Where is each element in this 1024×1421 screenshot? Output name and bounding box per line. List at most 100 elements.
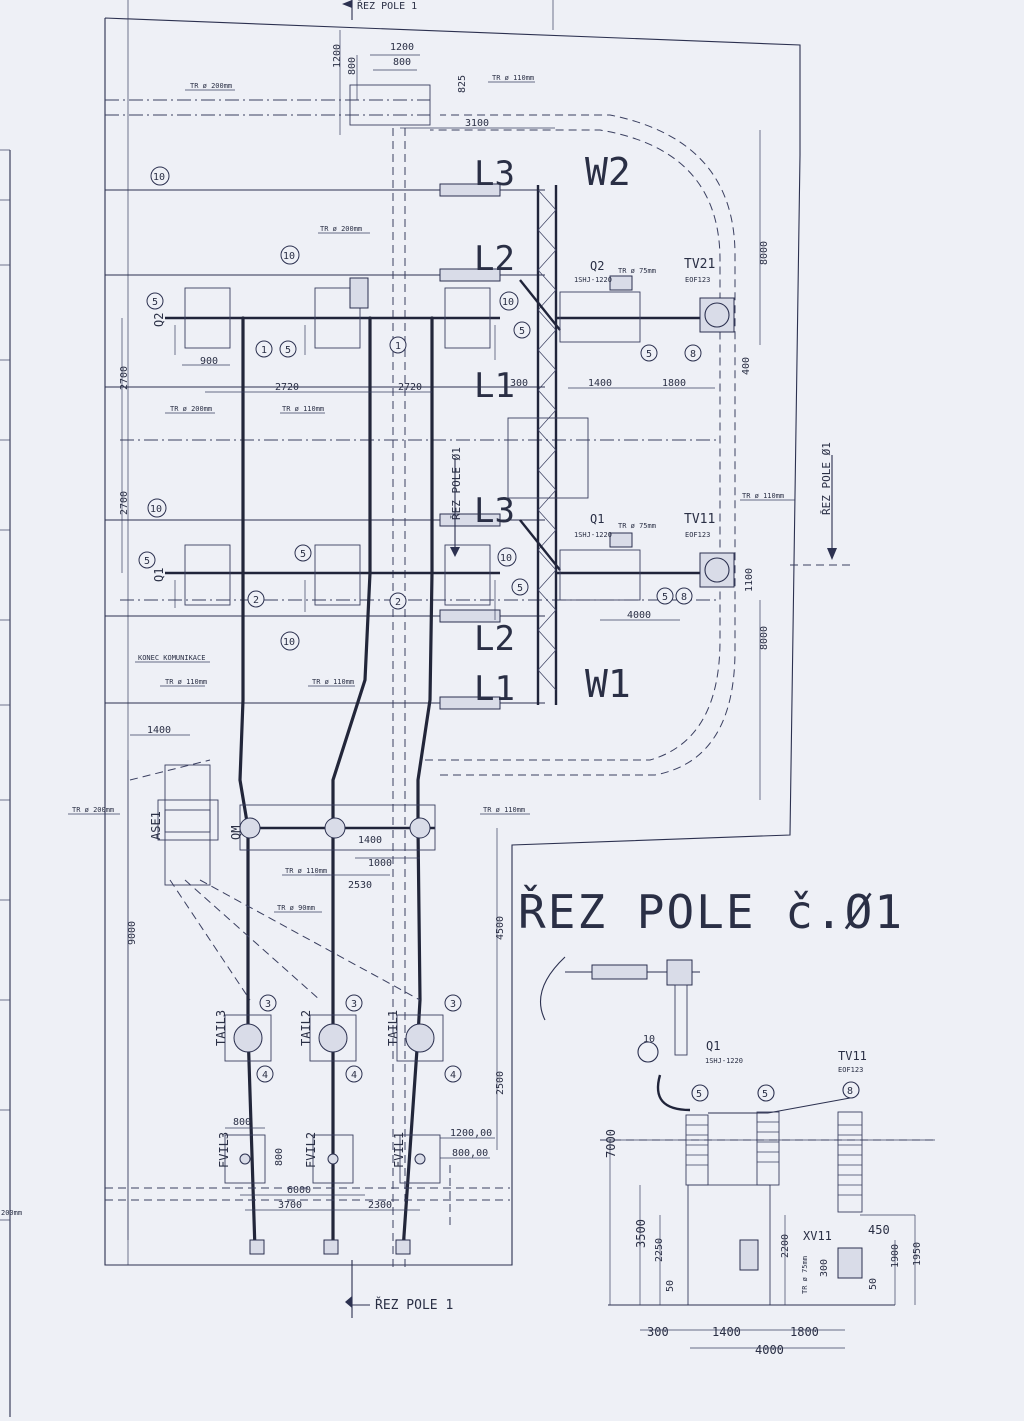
bay-q1: Q1 Q1 1SHJ-1220 TV11 EOF123 — [152, 512, 735, 620]
q1-type: 1SHJ-1220 — [574, 531, 612, 539]
svg-text:8: 8 — [681, 592, 687, 603]
callout-3: 3 — [259, 994, 277, 1012]
section-dim-w300: 300 — [647, 1325, 669, 1339]
dim-800-fvil-v: 800 — [274, 1148, 285, 1166]
fvil-label: FVIL1 — [392, 1132, 406, 1168]
dim-800-top-h: 800 — [393, 57, 411, 68]
dim-3700: 3700 — [278, 1200, 302, 1211]
section-dim-w4000: 4000 — [755, 1343, 784, 1357]
dim-825: 825 — [457, 75, 468, 93]
section-dim-w1800: 1800 — [790, 1325, 819, 1339]
dim-4000-plan: 4000 — [627, 610, 651, 621]
section-dim-2200: 2200 — [780, 1234, 791, 1258]
q1-side-label: Q1 — [152, 568, 166, 582]
top-dimensions: 1200 800 1200 800 825 3100 — [332, 30, 555, 1270]
callout-10: 10 — [280, 631, 300, 651]
pipe-label: TR ø 200mm — [190, 82, 232, 90]
pipe-label: TR ø 90mm — [277, 904, 315, 912]
zone-label-w1: W1 — [585, 662, 631, 706]
callout-5: 5 — [146, 292, 164, 310]
fvil-units: 800 800 FVIL3 FVIL2 FVIL1 1200,00 800,00… — [105, 1117, 510, 1255]
section-view: ŘEZ POLE č.Ø1 10 5 5 8 Q1 1SHJ-1220 TV11… — [518, 885, 935, 1357]
svg-text:5: 5 — [662, 592, 668, 603]
tv21-label: TV21 — [684, 257, 715, 272]
section-dim-50b: 50 — [868, 1278, 879, 1290]
callout-5: 5 — [511, 578, 529, 596]
svg-text:5: 5 — [646, 349, 652, 360]
left-title-block: 200mm — [0, 149, 22, 1417]
site-outline — [104, 0, 801, 1266]
callout-1: 1 — [255, 340, 273, 358]
dim-2700-upper: 2700 — [119, 366, 130, 390]
svg-text:3: 3 — [265, 999, 271, 1010]
tv21-type: EOF123 — [685, 276, 710, 284]
tail-label: TAIL3 — [214, 1010, 228, 1046]
pipe-label: TR ø 75mm — [618, 522, 656, 530]
section-view-title: ŘEZ POLE č.Ø1 — [518, 885, 904, 939]
callout-8-section: 8 — [847, 1086, 853, 1097]
svg-text:5: 5 — [285, 345, 291, 356]
qm-label: QM — [229, 826, 243, 840]
dim-1400-upper: 1400 — [588, 378, 612, 389]
svg-text:10: 10 — [153, 172, 165, 183]
phase-label: L2 — [474, 239, 515, 279]
section-tv11-label: TV11 — [838, 1049, 867, 1063]
tail-units: TAIL3 TAIL2 TAIL1 — [214, 1010, 444, 1062]
fvil-label: FVIL3 — [217, 1132, 231, 1168]
callout-5: 5 — [640, 344, 658, 362]
callout-10: 10 — [280, 245, 300, 265]
section-mark-bottom: ŘEZ POLE 1 — [345, 1260, 453, 1318]
section-mark-right-label: ŘEZ POLE Ø1 — [820, 442, 833, 515]
section-dim-w1400: 1400 — [712, 1325, 741, 1339]
lattice-gantry — [507, 185, 589, 705]
dim-1400-qm: 1400 — [358, 835, 382, 846]
pipe-label: TR ø 110mm — [282, 405, 324, 413]
callout-4: 4 — [345, 1065, 363, 1083]
bay-dimensions: 2700 2700 900 2720 2720 300 1400 1800 80… — [119, 130, 770, 800]
svg-text:4: 4 — [262, 1070, 268, 1081]
svg-text:5: 5 — [144, 556, 150, 567]
section-tr75: TR ø 75mm — [801, 1256, 809, 1294]
callout-10: 10 — [150, 166, 170, 186]
callout-10: 10 — [147, 498, 167, 518]
callout-5: 5 — [513, 321, 531, 339]
dim-4500: 4500 — [495, 916, 506, 940]
svg-text:10: 10 — [150, 504, 162, 515]
callout-10-section: 10 — [643, 1034, 655, 1045]
dim-2700-lower: 2700 — [119, 491, 130, 515]
callout-10: 10 — [499, 291, 519, 311]
callout-2: 2 — [247, 590, 265, 608]
dim-3100: 3100 — [465, 118, 489, 129]
tv11-label: TV11 — [684, 512, 715, 527]
section-tv11-type: EOF123 — [838, 1066, 863, 1074]
q1-label: Q1 — [590, 512, 604, 526]
dim-300-upper: 300 — [510, 378, 528, 389]
dim-1200-top-h: 1200 — [390, 42, 414, 53]
konec-komunikace: KONEC KOMUNIKACE — [138, 654, 205, 662]
section-dim-50a: 50 — [665, 1280, 676, 1292]
callout-5: 5 — [138, 551, 156, 569]
dim-8000-lower: 8000 — [759, 626, 770, 650]
callout-8: 8 — [684, 344, 702, 362]
section-dim-2250: 2250 — [654, 1238, 665, 1262]
callout-5-section: 5 — [696, 1089, 702, 1100]
section-dim-1900: 1900 — [890, 1244, 901, 1268]
svg-text:4: 4 — [351, 1070, 357, 1081]
q2-side-label: Q2 — [152, 313, 166, 327]
dim-200-left: 200mm — [1, 1209, 22, 1217]
svg-text:1: 1 — [395, 341, 401, 352]
section-mark-mid-label: ŘEZ POLE Ø1 — [450, 447, 463, 520]
pipe-label: TR ø 75mm — [618, 267, 656, 275]
dim-1000: 1000 — [368, 858, 392, 869]
svg-text:3: 3 — [351, 999, 357, 1010]
svg-text:10: 10 — [502, 297, 514, 308]
pipe-label: TR ø 200mm — [170, 405, 212, 413]
dim-800-fvil: 800 — [233, 1117, 251, 1128]
bay-q2: Q2 Q2 1SHJ-1220 TV21 EOF123 — [152, 257, 735, 360]
dim-2720-left: 2720 — [275, 382, 299, 393]
svg-text:2: 2 — [395, 597, 401, 608]
callout-5: 5 — [294, 544, 312, 562]
dim-1100: 1100 — [744, 568, 755, 592]
callouts: 10 10 10 10 10 10 5 5 5 5 5 5 5 5 1 1 2 … — [138, 166, 702, 1083]
section-mark-mid: ŘEZ POLE Ø1 — [450, 447, 463, 557]
